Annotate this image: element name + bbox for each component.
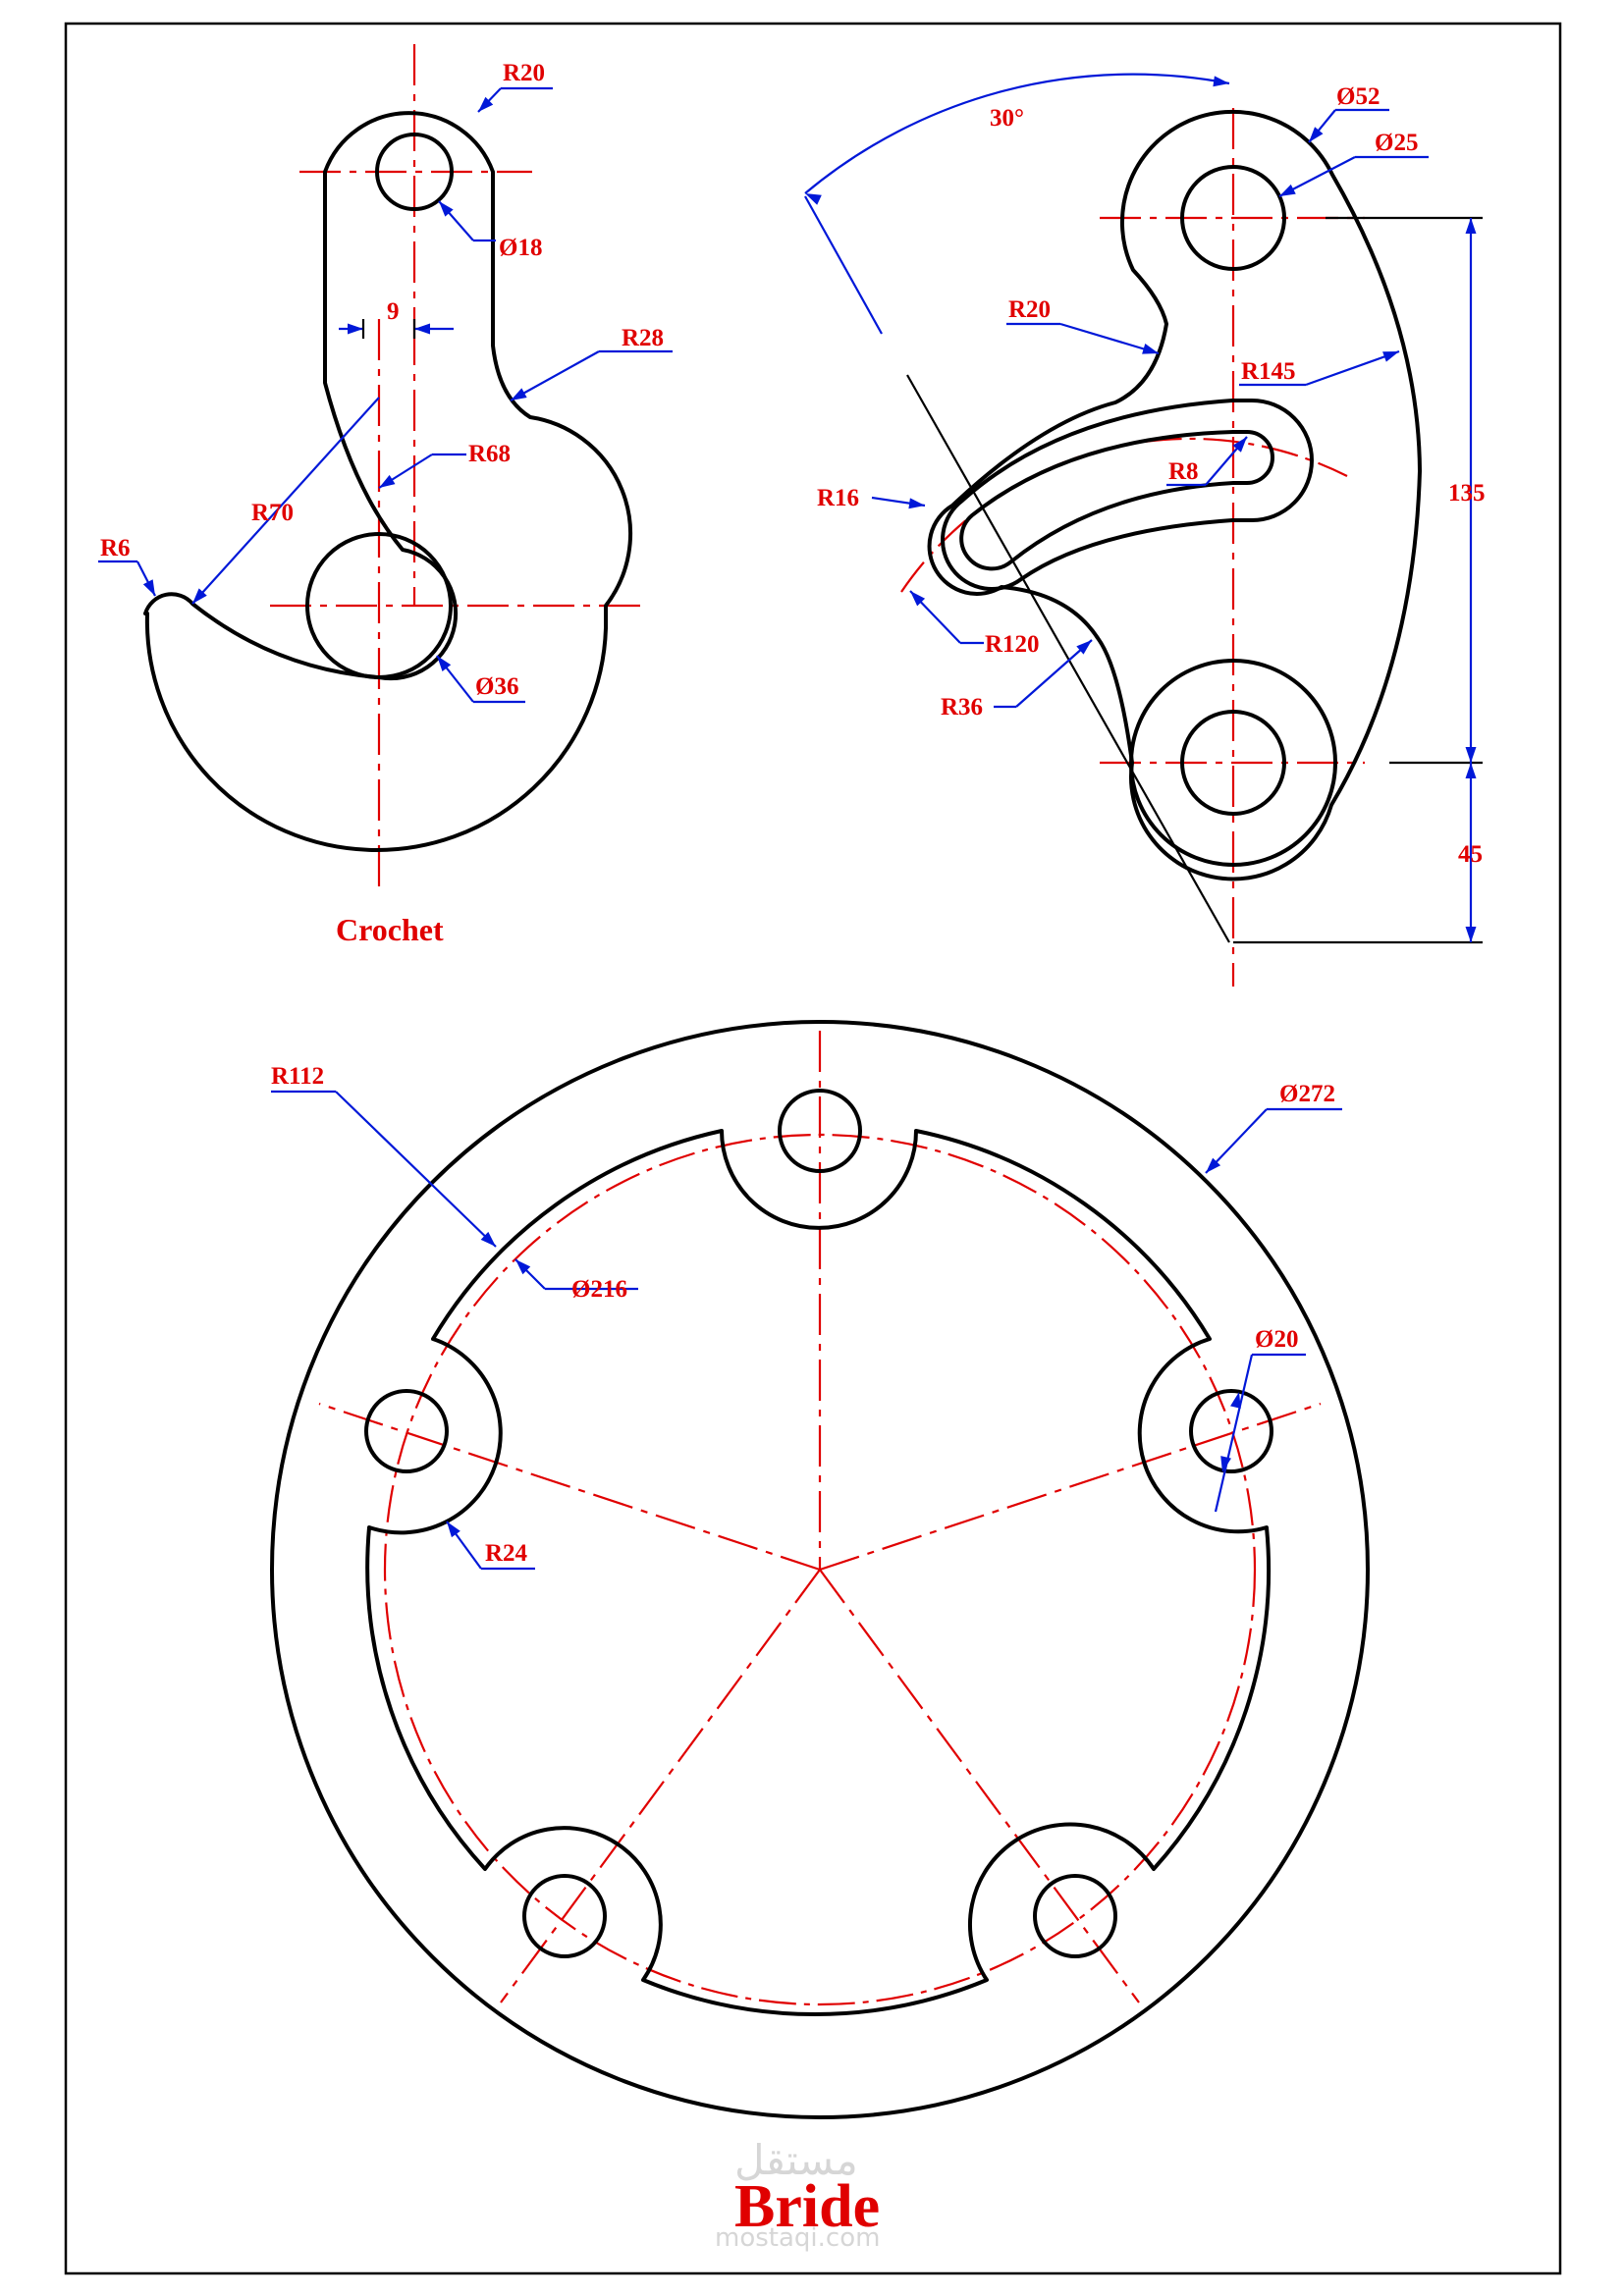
dim-label: R28 — [622, 325, 664, 351]
crochet-eye-hole — [375, 133, 454, 211]
dim-label: R16 — [817, 485, 859, 511]
bride-hole-bottom-right — [1033, 1874, 1117, 1958]
lever-slot-inner — [959, 430, 1274, 571]
lever-dim-d52: Ø52 — [1304, 83, 1389, 146]
dim-label: Ø52 — [1336, 83, 1380, 110]
lever-dim-45: 45 — [1233, 763, 1483, 944]
dim-label: Ø18 — [499, 235, 542, 261]
dim-label: Ø20 — [1255, 1326, 1298, 1353]
lever-dim-r8: R8 — [1166, 433, 1252, 487]
crochet-dim-r20: R20 — [474, 60, 553, 116]
lever-dim-r36: R36 — [941, 635, 1096, 721]
dim-label: 9 — [387, 298, 400, 325]
dim-label: R145 — [1241, 358, 1296, 385]
lever-dim-r20: R20 — [1006, 296, 1161, 359]
bride-hole-bottom-left — [522, 1874, 607, 1958]
lever-dim-r120: R120 — [906, 587, 1040, 658]
sheet-border — [64, 22, 1562, 2275]
dim-label: Ø272 — [1279, 1081, 1335, 1107]
crochet-dim-d36: Ø36 — [432, 652, 525, 704]
dim-label: R20 — [503, 60, 545, 86]
crochet-drawing: R20 Ø18 9 R28 R68 — [98, 44, 673, 947]
dim-label: R120 — [985, 631, 1040, 658]
crochet-throat-circle — [305, 532, 453, 679]
bride-hole-top — [778, 1089, 862, 1173]
dim-label: R6 — [100, 535, 131, 561]
bride-spoke-right — [819, 1402, 1322, 1572]
watermark-latin: mostaqi.com — [715, 2223, 880, 2253]
dim-label: R20 — [1008, 296, 1051, 323]
dim-label: R70 — [251, 500, 294, 526]
dim-label: R24 — [485, 1540, 528, 1567]
lever-dim-135: 135 — [1326, 216, 1486, 765]
bride-dim-r24: R24 — [442, 1518, 535, 1571]
lever-bottom-hole — [1180, 710, 1286, 816]
crochet-dim-r68: R68 — [376, 441, 511, 493]
bride-hole-right — [1189, 1389, 1273, 1473]
bride-dim-d272: Ø272 — [1202, 1081, 1342, 1177]
dim-label: 45 — [1458, 841, 1483, 868]
dim-label: Ø36 — [475, 673, 518, 700]
bride-dim-d20: Ø20 — [1214, 1326, 1306, 1513]
bride-dim-d216: Ø216 — [512, 1255, 638, 1303]
lever-slot-outer — [941, 399, 1314, 591]
dim-label: 30° — [990, 105, 1024, 132]
dim-label: R68 — [468, 441, 511, 467]
dim-label: 135 — [1448, 480, 1486, 507]
bride-drawing: R112 Ø272 Ø216 Ø20 R24 مستقل — [270, 1020, 1370, 2253]
lever-dim-r145: R145 — [1239, 346, 1401, 387]
bride-outer-circle — [270, 1020, 1370, 2119]
lever-dim-angle-30: 30° — [802, 73, 1230, 335]
bride-spoke-bottom-left — [500, 1569, 821, 2003]
lever-dim-d25: Ø25 — [1276, 130, 1429, 201]
dim-label: Ø25 — [1375, 130, 1418, 156]
bride-spoke-left — [318, 1402, 821, 1572]
lever-bottom-boss — [1129, 659, 1337, 867]
bride-spoke-bottom-right — [819, 1569, 1140, 2003]
crochet-dim-r28: R28 — [508, 325, 673, 405]
dim-label: R36 — [941, 694, 983, 721]
crochet-dim-9: 9 — [339, 298, 454, 339]
bride-title: Bride — [734, 2173, 880, 2240]
crochet-dim-d18: Ø18 — [434, 197, 542, 261]
crochet-title: Crochet — [336, 912, 444, 947]
dim-label: R8 — [1168, 458, 1199, 485]
lever-top-hole — [1180, 165, 1286, 271]
dim-label: Ø216 — [571, 1276, 627, 1303]
bride-inner-outline — [365, 1129, 1271, 2016]
crochet-dim-r6: R6 — [98, 535, 160, 599]
crochet-dim-r70: R70 — [188, 397, 380, 608]
lever-drawing: 30° Ø52 Ø25 R20 R145 — [802, 73, 1486, 987]
bride-dim-r112: R112 — [271, 1063, 500, 1251]
crochet-outline — [143, 111, 633, 853]
lever-outline — [927, 110, 1422, 881]
lever-dim-r16: R16 — [817, 485, 926, 511]
watermark-arabic: مستقل — [734, 2136, 858, 2184]
dim-label: R112 — [271, 1063, 324, 1090]
bride-hole-left — [364, 1389, 449, 1473]
